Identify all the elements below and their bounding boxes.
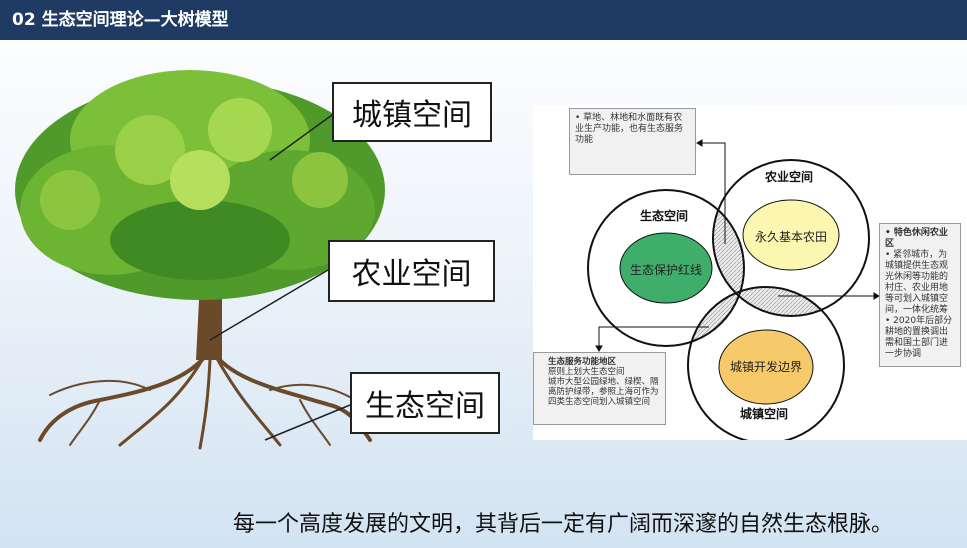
slide-title: 02 生态空间理论—大树模型 — [12, 10, 229, 30]
note-left-line2: 城市大型公园绿地、绿楔、隔离防护绿带，参照上海可作为四类生态空间划入城镇空间 — [548, 377, 659, 407]
slide-caption: 每一个高度发展的文明，其背后一定有广阔而深邃的自然生态根脉。 — [233, 512, 894, 537]
note-top: • 草地、林地和水面既有农业生产功能，也有生态服务功能 — [569, 108, 696, 175]
note-right-line2: • 2020年后部分耕地的置换调出需和国土部门进一步协调 — [885, 316, 953, 359]
agri-core-label: 永久基本农田 — [755, 230, 828, 244]
urban-core — [718, 329, 814, 405]
urban-circle-label: 城镇空间 — [740, 407, 789, 421]
label-urban-text: 城镇空间 — [352, 98, 472, 133]
eco-core — [619, 232, 713, 304]
note-left: 生态服务功能地区 原则上划大生态空间 城市大型公园绿地、绿楔、隔离防护绿带，参照… — [533, 352, 666, 425]
agri-core — [742, 199, 840, 271]
slide-title-bar: 02 生态空间理论—大树模型 — [0, 0, 967, 40]
label-urban-space: 城镇空间 — [332, 82, 492, 142]
space-venn-diagram: 生态空间 农业空间 城镇空间 生态保护红线 永久基本农田 城镇开发边界 • 草地… — [533, 105, 967, 440]
note-left-line1: 原则上划大生态空间 — [548, 367, 625, 377]
label-eco-space: 生态空间 — [350, 372, 500, 434]
urban-circle — [687, 286, 845, 440]
urban-core-label: 城镇开发边界 — [730, 360, 803, 374]
note-left-title: 生态服务功能地区 — [548, 357, 617, 367]
note-right-line1: • 紧邻城市，为城镇提供生态观光休闲等功能的村庄、农业用地等可划入城镇空间，一体… — [885, 250, 949, 315]
label-pointer-lines — [209, 114, 351, 441]
eco-circle-label: 生态空间 — [640, 209, 689, 223]
note-right-title: • 特色休闲农业区 — [885, 228, 948, 249]
eco-core-label: 生态保护红线 — [630, 263, 703, 277]
label-eco-text: 生态空间 — [365, 389, 485, 424]
tree-roots — [38, 348, 372, 450]
label-agri-space: 农业空间 — [328, 240, 495, 302]
note-arrows — [595, 139, 880, 352]
note-right: • 特色休闲农业区 • 紧邻城市，为城镇提供生态观光休闲等功能的村庄、农业用地等… — [879, 223, 961, 367]
eco-circle — [587, 189, 745, 347]
agri-circle — [712, 159, 870, 317]
label-agri-text: 农业空间 — [351, 257, 472, 292]
agri-circle-label: 农业空间 — [765, 170, 814, 184]
